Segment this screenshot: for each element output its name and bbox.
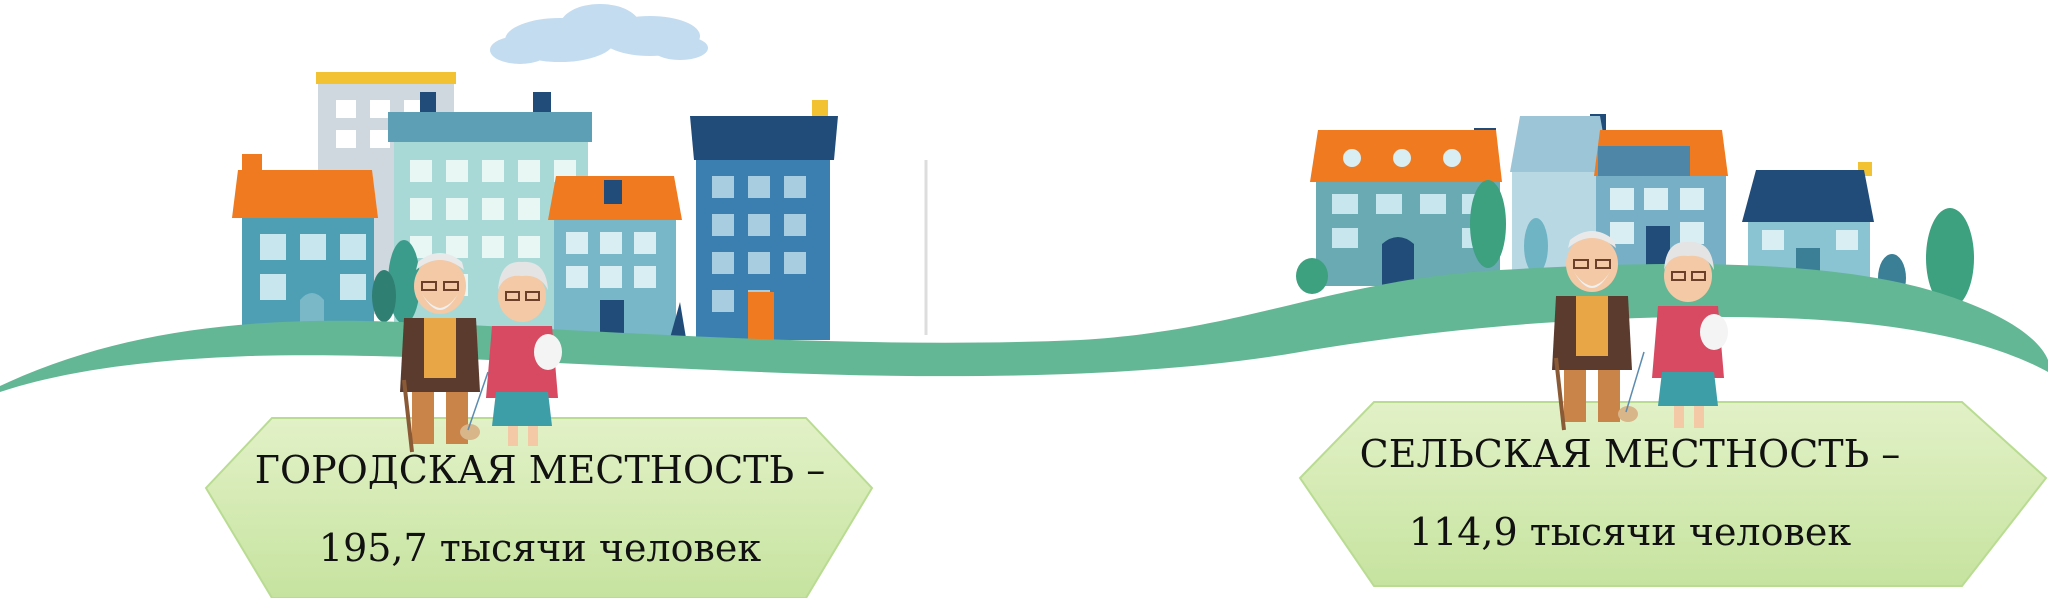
urban-population-value: 195,7 тысячи человек: [318, 526, 762, 570]
urban-elderly-couple-icon: [400, 253, 562, 453]
tree-icon: [1524, 218, 1548, 274]
rural-population-value: 114,9 тысячи человек: [1408, 510, 1852, 554]
rural-population-title: СЕЛЬСКАЯ МЕСТНОСТЬ –: [1359, 432, 1901, 476]
rural-badge: [1298, 401, 2048, 587]
tree-icon: [388, 240, 420, 324]
urban-badge: [204, 417, 874, 598]
cloud-icon: [490, 4, 708, 64]
urban-buildings: [232, 72, 838, 340]
rural-elderly-couple-icon: [1552, 231, 1728, 431]
rural-buildings: [1296, 114, 1974, 308]
tree-icon: [372, 270, 396, 322]
tree-icon: [1470, 180, 1506, 268]
tree-icon: [1926, 208, 1974, 308]
tree-icon: [670, 302, 686, 338]
urban-population-title: ГОРОДСКАЯ МЕСТНОСТЬ –: [254, 448, 826, 492]
bush-icon: [1296, 258, 1328, 294]
